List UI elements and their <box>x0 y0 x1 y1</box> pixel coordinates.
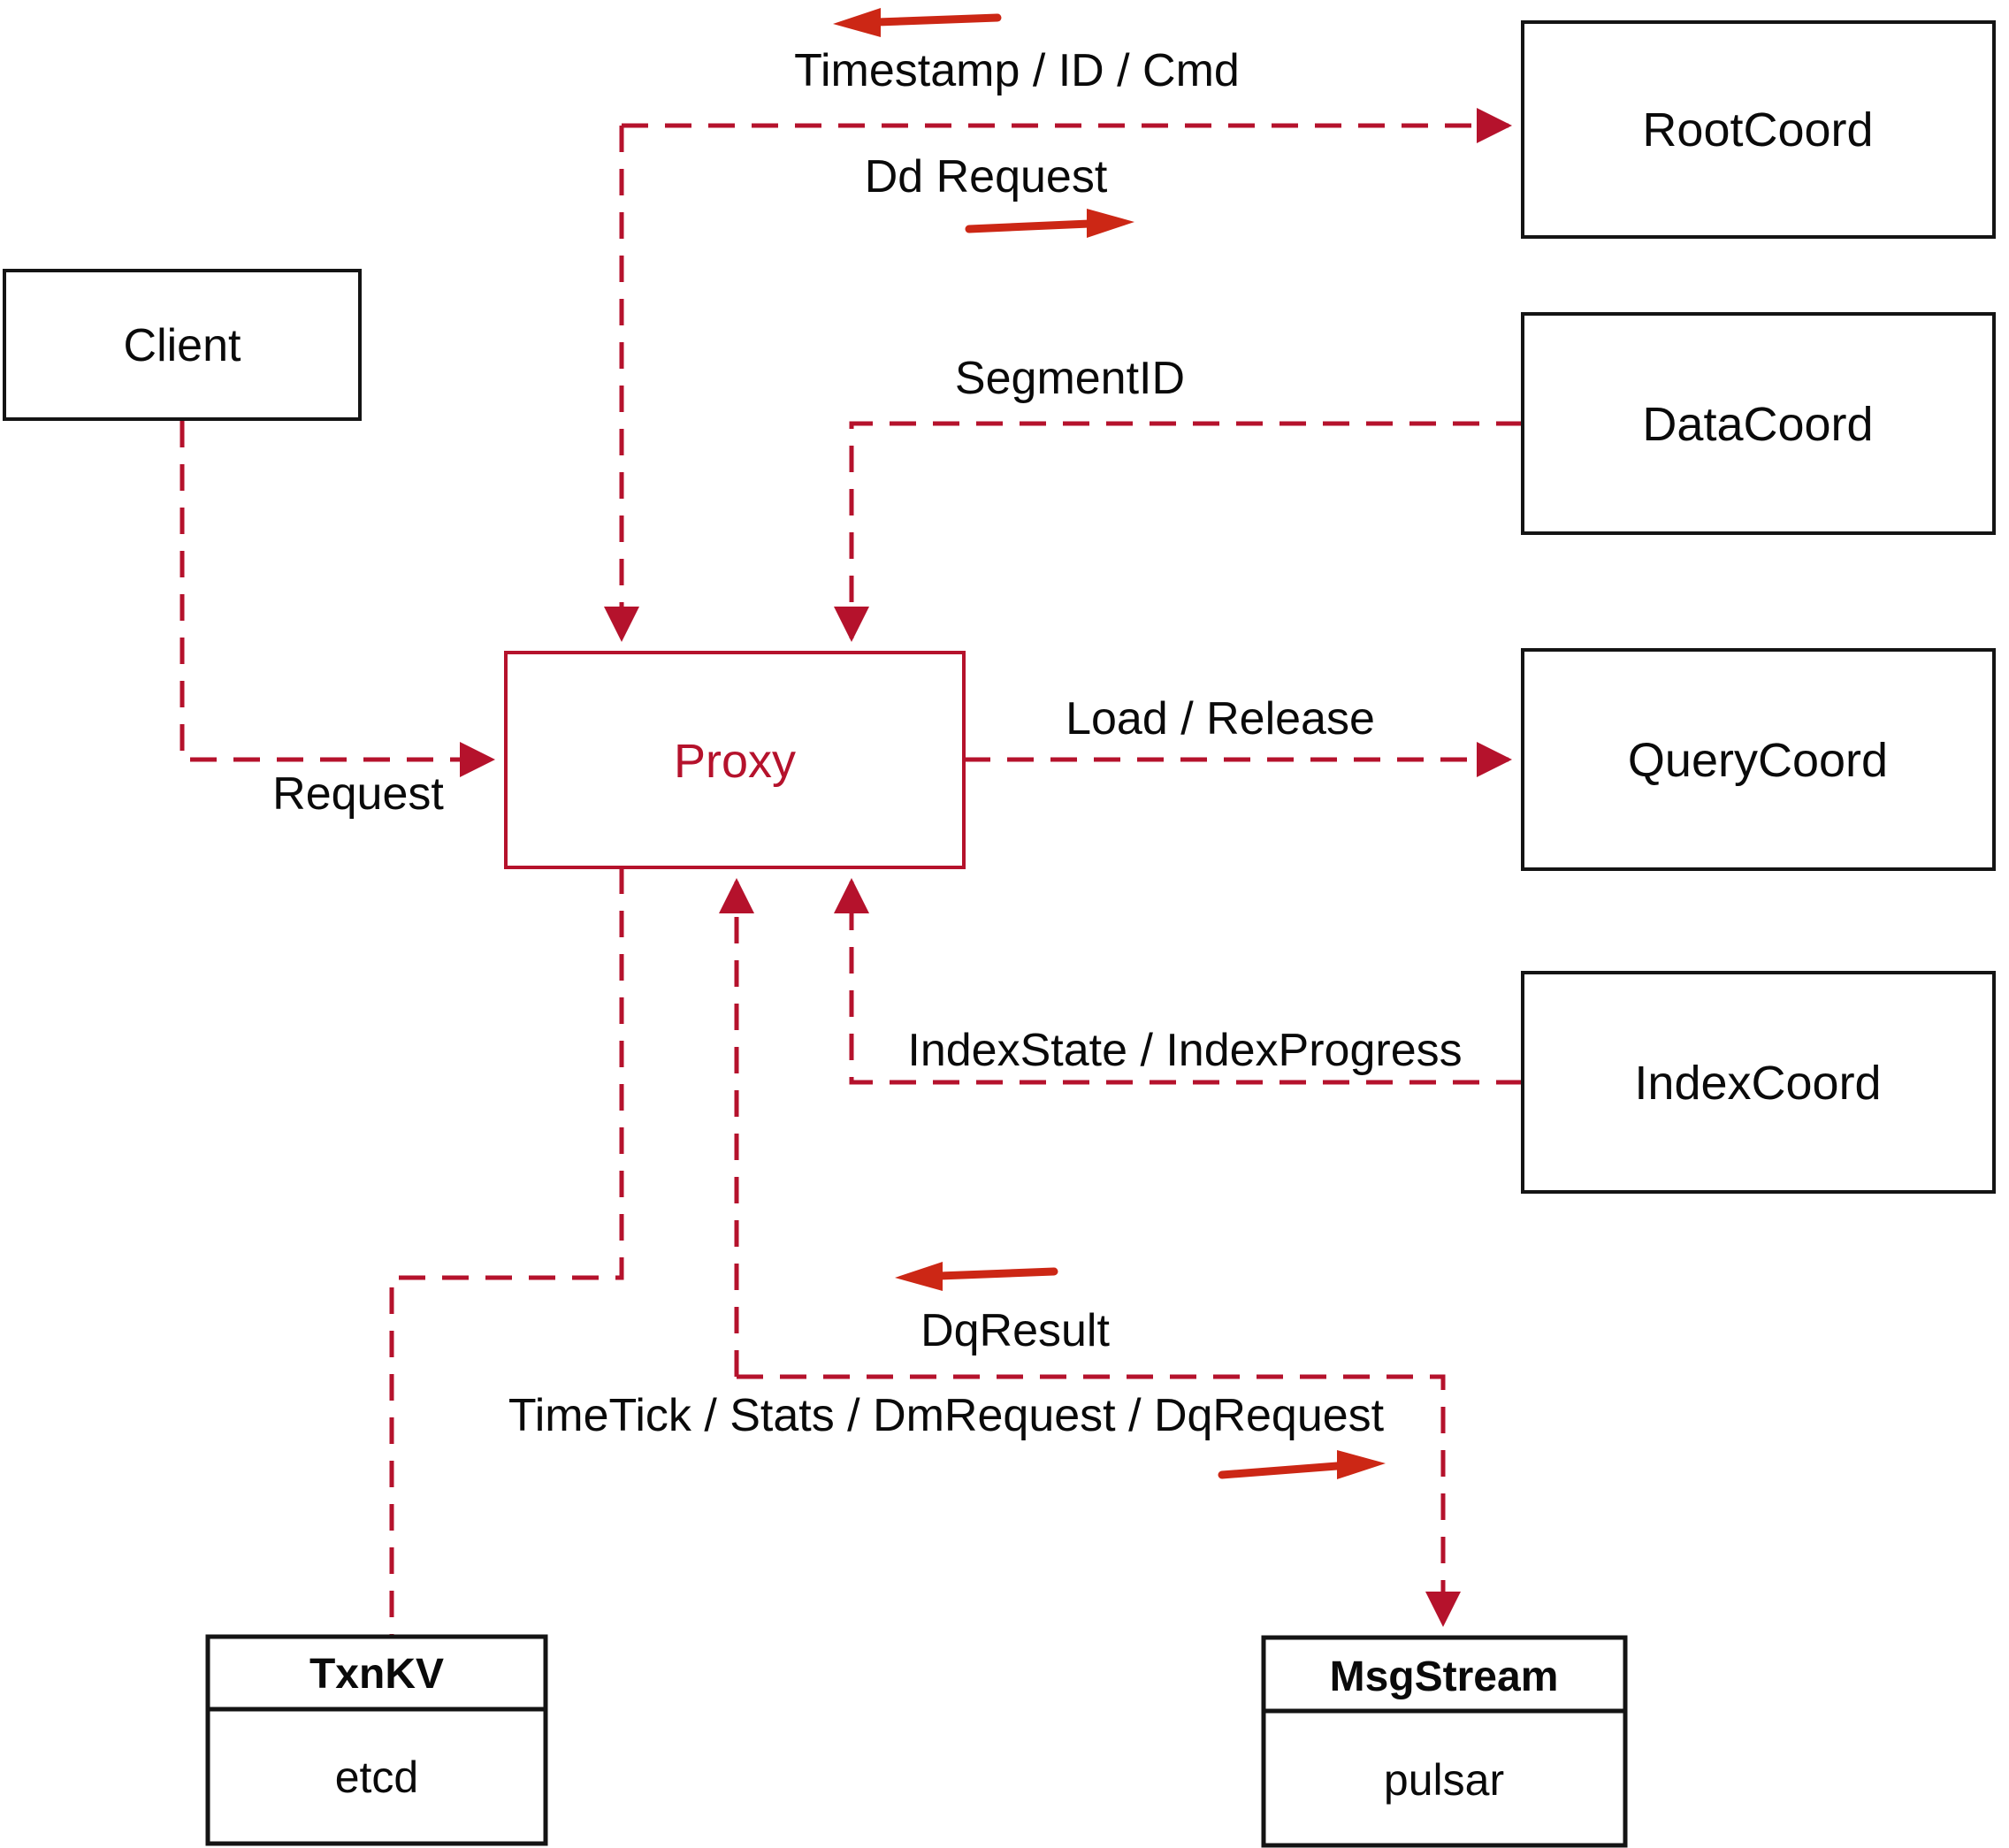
msgstream-node: MsgStream pulsar <box>1261 1635 1628 1848</box>
edge-label-dd-request: Dd Request <box>865 151 1108 202</box>
edge-label-timetick-stats: TimeTick / Stats / DmRequest / DqRequest <box>508 1390 1385 1441</box>
rootcoord-node: RootCoord <box>1521 20 1996 239</box>
client-label: Client <box>124 320 241 371</box>
datacoord-label: DataCoord <box>1642 398 1873 451</box>
direction-arrow-right-ddrequest-icon <box>965 209 1134 238</box>
txnkv-title: TxnKV <box>309 1651 444 1698</box>
edge-datacoord-to-proxy <box>834 421 1523 642</box>
edge-label-dqresult: DqResult <box>920 1305 1110 1356</box>
indexcoord-label: IndexCoord <box>1634 1057 1881 1110</box>
edge-client-to-proxy <box>180 421 495 777</box>
querycoord-node: QueryCoord <box>1521 648 1996 871</box>
datacoord-node: DataCoord <box>1521 312 1996 535</box>
indexcoord-node: IndexCoord <box>1521 971 1996 1194</box>
txnkv-node: TxnKV etcd <box>205 1634 548 1846</box>
edge-label-segmentid: SegmentID <box>955 353 1185 404</box>
msgstream-implementation-label: pulsar <box>1384 1755 1504 1805</box>
txnkv-implementation-label: etcd <box>335 1753 419 1802</box>
client-node: Client <box>3 269 362 421</box>
edge-label-timestamp-id-cmd: Timestamp / ID / Cmd <box>794 45 1240 96</box>
direction-arrow-left-dqresult-icon <box>895 1262 1058 1291</box>
rootcoord-label: RootCoord <box>1642 103 1873 157</box>
edge-proxy-to-msgstream <box>737 1374 1461 1627</box>
edge-proxy-to-txnkv <box>389 867 624 1635</box>
querycoord-label: QueryCoord <box>1628 734 1888 787</box>
direction-arrow-left-top-icon <box>833 8 1002 37</box>
edge-label-load-release: Load / Release <box>1066 693 1375 745</box>
edge-indexcoord-to-proxy <box>834 878 1523 1085</box>
edge-label-indexstate-indexprogress: IndexState / IndexProgress <box>907 1025 1462 1076</box>
direction-arrow-right-timetick-icon <box>1218 1450 1386 1479</box>
proxy-node: Proxy <box>504 651 966 869</box>
proxy-label: Proxy <box>674 735 796 788</box>
msgstream-title: MsgStream <box>1330 1653 1559 1700</box>
edge-label-request: Request <box>272 768 444 820</box>
